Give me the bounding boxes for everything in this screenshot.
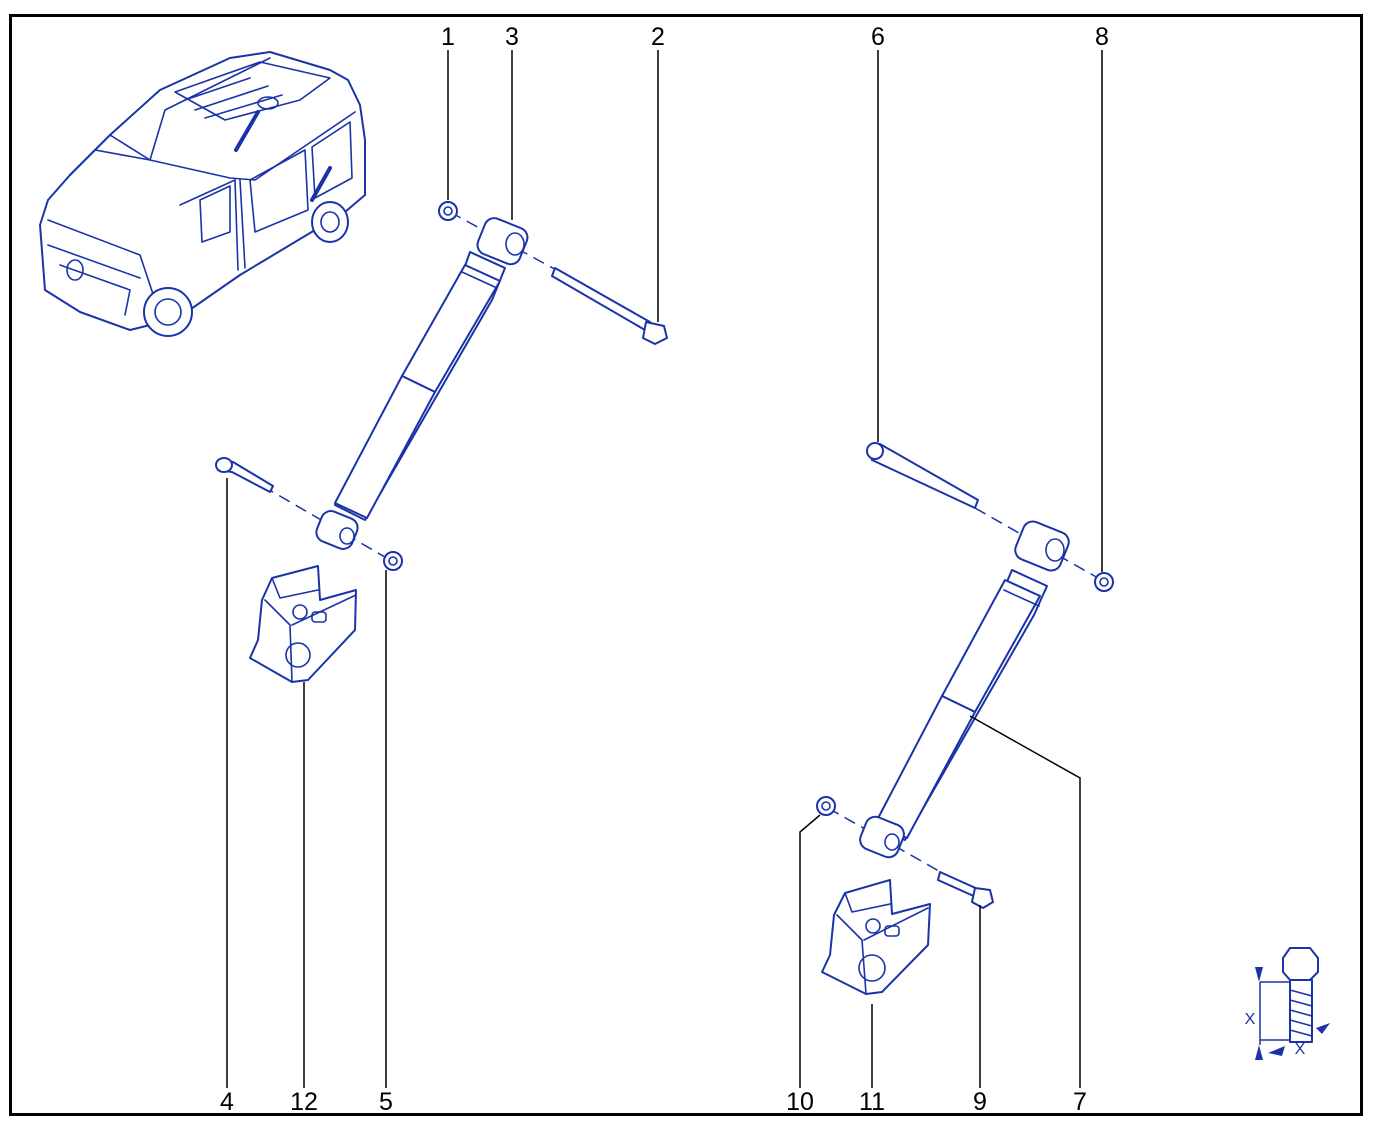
callout-3: 3 bbox=[505, 23, 519, 51]
bolt-dimension-legend bbox=[1255, 947, 1330, 1060]
callout-10: 10 bbox=[786, 1088, 814, 1116]
left-shock-absorber bbox=[215, 201, 668, 571]
callout-7: 7 bbox=[1073, 1088, 1087, 1116]
callout-9: 9 bbox=[973, 1088, 987, 1116]
left-mounting-bracket bbox=[249, 565, 357, 683]
callout-4: 4 bbox=[220, 1088, 234, 1116]
callout-5: 5 bbox=[379, 1088, 393, 1116]
legend-dimension-label-width: X bbox=[1294, 1041, 1306, 1058]
legend-dimension-label-length: X bbox=[1244, 1011, 1256, 1028]
right-mounting-bracket bbox=[821, 879, 931, 995]
callout-6: 6 bbox=[871, 23, 885, 51]
callout-12: 12 bbox=[290, 1088, 318, 1116]
callout-11: 11 bbox=[859, 1088, 885, 1116]
callout-2: 2 bbox=[651, 23, 665, 51]
right-shock-absorber bbox=[816, 442, 1114, 909]
leader-lines bbox=[226, 50, 1103, 1088]
callout-1: 1 bbox=[441, 23, 455, 51]
callout-8: 8 bbox=[1095, 23, 1109, 51]
van-illustration bbox=[39, 51, 366, 337]
